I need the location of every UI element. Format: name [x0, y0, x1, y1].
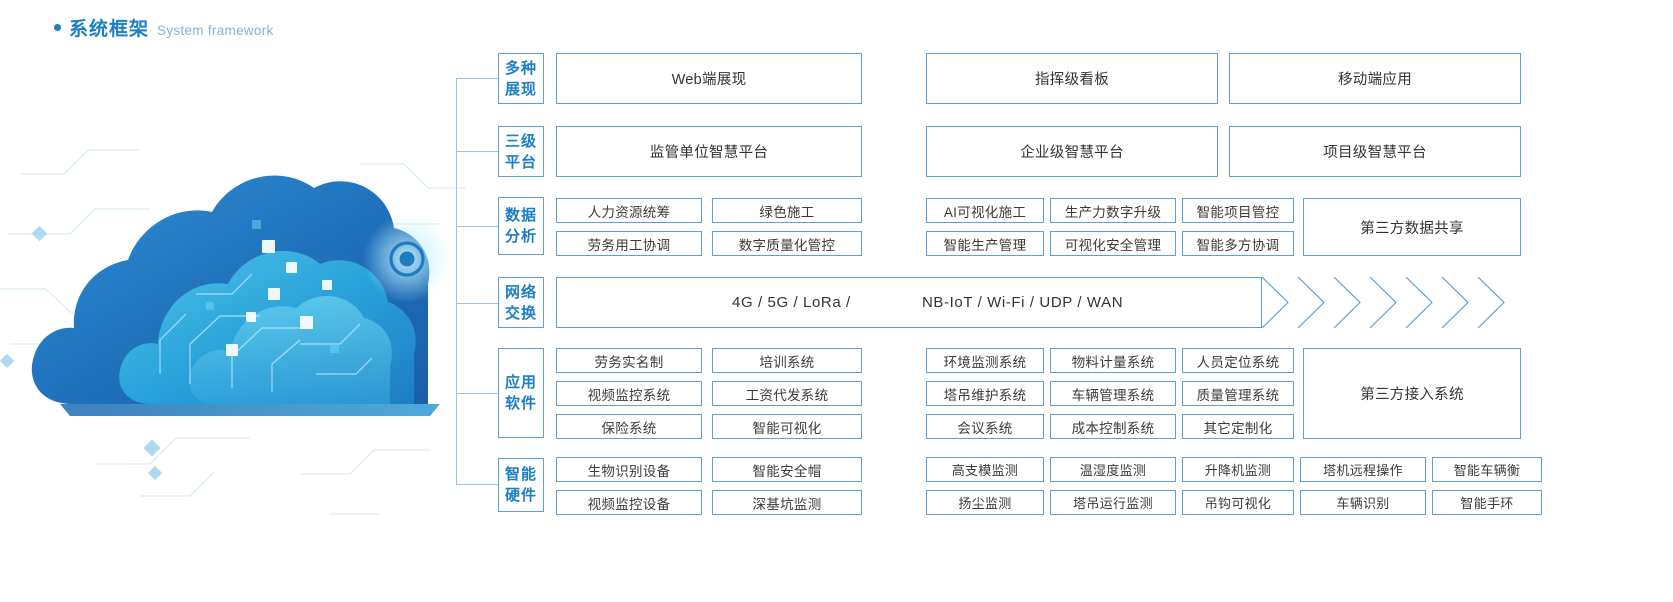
data-box-project-control[interactable]: 智能项目管控: [1182, 198, 1294, 223]
hardware-box-crane-remote[interactable]: 塔机远程操作: [1300, 457, 1426, 482]
software-box-cost[interactable]: 成本控制系统: [1050, 414, 1176, 439]
category-hardware-line1: 智能: [504, 466, 537, 483]
software-box-insurance[interactable]: 保险系统: [556, 414, 702, 439]
hardware-box-formwork[interactable]: 高支模监测: [926, 457, 1044, 482]
software-box-video[interactable]: 视频监控系统: [556, 381, 702, 406]
data-box-third-party-share[interactable]: 第三方数据共享: [1303, 198, 1521, 256]
hardware-box-hook-visual[interactable]: 吊钩可视化: [1182, 490, 1294, 515]
platform-box-project[interactable]: 项目级智慧平台: [1229, 126, 1521, 177]
bracket-stub-network: [456, 303, 500, 305]
category-software[interactable]: 应用 软件: [498, 348, 544, 438]
bullet-dot-icon: [54, 24, 61, 31]
category-data-line1: 数据: [504, 207, 537, 224]
page-title: 系统框架 System framework: [54, 14, 274, 41]
category-hardware-line2: 硬件: [504, 487, 537, 504]
category-software-line1: 应用: [504, 374, 537, 391]
category-platform[interactable]: 三级 平台: [498, 126, 544, 177]
hardware-box-dust[interactable]: 扬尘监测: [926, 490, 1044, 515]
category-data-line2: 分析: [504, 228, 537, 245]
software-box-quality[interactable]: 质量管理系统: [1182, 381, 1294, 406]
data-box-green[interactable]: 绿色施工: [712, 198, 862, 223]
data-box-visual-safety[interactable]: 可视化安全管理: [1050, 231, 1176, 256]
hardware-box-deep-pit[interactable]: 深基坑监测: [712, 490, 862, 515]
category-presentation[interactable]: 多种 展现: [498, 53, 544, 104]
category-presentation-line2: 展现: [504, 80, 537, 98]
platform-box-enterprise[interactable]: 企业级智慧平台: [926, 126, 1218, 177]
bracket-stub-software: [456, 393, 500, 395]
network-chevrons: [1258, 277, 1528, 328]
category-network-line2: 交换: [504, 304, 537, 322]
hardware-box-temp-humidity[interactable]: 温湿度监测: [1050, 457, 1176, 482]
category-platform-line2: 平台: [504, 153, 537, 171]
data-box-quality[interactable]: 数字质量化管控: [712, 231, 862, 256]
hardware-box-crane-operation[interactable]: 塔吊运行监测: [1050, 490, 1176, 515]
page-title-cn: 系统框架: [69, 19, 150, 40]
data-box-labor[interactable]: 劳务用工协调: [556, 231, 702, 256]
bracket-stub-platform: [456, 151, 500, 153]
data-box-multiparty[interactable]: 智能多方协调: [1182, 231, 1294, 256]
presentation-box-web[interactable]: Web端展现: [556, 53, 862, 104]
software-box-meeting[interactable]: 会议系统: [926, 414, 1044, 439]
software-box-vehicle[interactable]: 车辆管理系统: [1050, 381, 1176, 406]
hardware-box-weighbridge[interactable]: 智能车辆衡: [1432, 457, 1542, 482]
hardware-box-smart-helmet[interactable]: 智能安全帽: [712, 457, 862, 482]
category-network-line1: 网络: [504, 283, 537, 301]
software-box-training[interactable]: 培训系统: [712, 348, 862, 373]
category-network[interactable]: 网络 交换: [498, 277, 544, 328]
category-presentation-line1: 多种: [504, 59, 537, 77]
category-platform-line1: 三级: [504, 132, 537, 150]
category-data[interactable]: 数据 分析: [498, 197, 544, 255]
data-box-smart-production[interactable]: 智能生产管理: [926, 231, 1044, 256]
software-box-crane-maintenance[interactable]: 塔吊维护系统: [926, 381, 1044, 406]
software-box-payroll[interactable]: 工资代发系统: [712, 381, 862, 406]
category-software-line2: 软件: [504, 395, 537, 412]
category-hardware[interactable]: 智能 硬件: [498, 458, 544, 512]
bracket-stub-data: [456, 226, 500, 228]
software-box-realname[interactable]: 劳务实名制: [556, 348, 702, 373]
software-box-third-party-access[interactable]: 第三方接入系统: [1303, 348, 1521, 439]
software-box-personnel[interactable]: 人员定位系统: [1182, 348, 1294, 373]
presentation-box-mobile[interactable]: 移动端应用: [1229, 53, 1521, 104]
software-box-custom[interactable]: 其它定制化: [1182, 414, 1294, 439]
network-band[interactable]: 4G / 5G / LoRa / NB-IoT / Wi-Fi / UDP / …: [556, 277, 1262, 328]
network-text-right: NB-IoT / Wi-Fi / UDP / WAN: [922, 294, 1124, 311]
software-box-visualization[interactable]: 智能可视化: [712, 414, 862, 439]
presentation-box-command[interactable]: 指挥级看板: [926, 53, 1218, 104]
hardware-box-smart-bracelet[interactable]: 智能手环: [1432, 490, 1542, 515]
page-title-en: System framework: [157, 23, 274, 38]
data-box-ai[interactable]: AI可视化施工: [926, 198, 1044, 223]
platform-box-supervision[interactable]: 监管单位智慧平台: [556, 126, 862, 177]
data-box-hr[interactable]: 人力资源统筹: [556, 198, 702, 223]
bracket-stub-presentation: [456, 78, 500, 80]
bracket-spine: [456, 78, 458, 484]
hardware-box-vehicle-recognition[interactable]: 车辆识别: [1300, 490, 1426, 515]
hardware-box-video-device[interactable]: 视频监控设备: [556, 490, 702, 515]
bracket-stub-hardware: [456, 484, 500, 486]
data-box-productivity[interactable]: 生产力数字升级: [1050, 198, 1176, 223]
software-box-material[interactable]: 物料计量系统: [1050, 348, 1176, 373]
network-text-left: 4G / 5G / LoRa /: [732, 294, 851, 311]
hardware-box-hoist[interactable]: 升降机监测: [1182, 457, 1294, 482]
software-box-environment[interactable]: 环境监测系统: [926, 348, 1044, 373]
hardware-box-biometric[interactable]: 生物识别设备: [556, 457, 702, 482]
cloud-illustration: [0, 44, 470, 564]
